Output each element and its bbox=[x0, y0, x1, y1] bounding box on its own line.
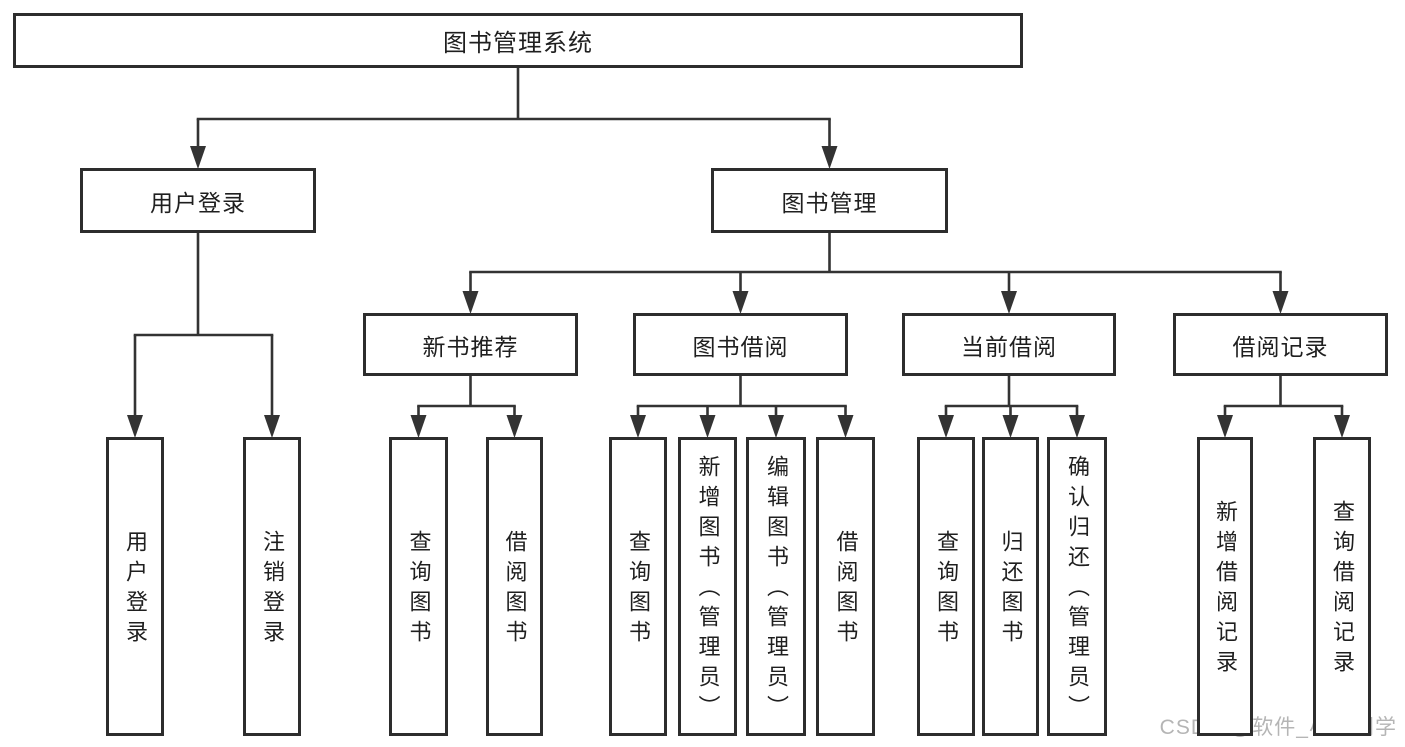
node-nb-borrow: 借阅图书 bbox=[486, 437, 543, 736]
node-br-add: 新增借阅记录 bbox=[1197, 437, 1253, 736]
node-cb-return: 归还图书 bbox=[982, 437, 1039, 736]
arrowhead bbox=[699, 415, 716, 438]
arrowhead bbox=[462, 291, 479, 314]
node-nb-query: 查询图书 bbox=[389, 437, 448, 736]
node-bb-add: 新增图书（管理员） bbox=[678, 437, 737, 736]
node-book-borrow: 图书借阅 bbox=[633, 313, 848, 376]
arrowhead bbox=[410, 415, 427, 438]
node-ul-login: 用户登录 bbox=[106, 437, 164, 736]
node-current-borrow: 当前借阅 bbox=[902, 313, 1116, 376]
arrowhead bbox=[732, 291, 749, 314]
arrowhead bbox=[821, 146, 838, 169]
node-ul-logout: 注销登录 bbox=[243, 437, 301, 736]
arrowhead bbox=[127, 415, 143, 438]
node-bb-edit: 编辑图书（管理员） bbox=[746, 437, 806, 736]
node-bb-borrow: 借阅图书 bbox=[816, 437, 875, 736]
arrowhead bbox=[1272, 291, 1289, 314]
arrowhead bbox=[1217, 415, 1233, 438]
arrowhead bbox=[768, 415, 784, 438]
node-br-query: 查询借阅记录 bbox=[1313, 437, 1371, 736]
node-cb-confirm: 确认归还（管理员） bbox=[1047, 437, 1107, 736]
node-user-login: 用户登录 bbox=[80, 168, 316, 233]
arrowhead bbox=[1069, 415, 1085, 438]
arrowhead bbox=[630, 415, 646, 438]
node-bb-query: 查询图书 bbox=[609, 437, 667, 736]
node-book-mgmt: 图书管理 bbox=[711, 168, 948, 233]
arrowhead bbox=[837, 415, 854, 438]
arrowhead bbox=[938, 415, 954, 438]
arrowhead bbox=[190, 146, 206, 169]
node-cb-query: 查询图书 bbox=[917, 437, 975, 736]
arrowhead bbox=[1002, 415, 1019, 438]
arrowhead bbox=[1001, 291, 1017, 314]
arrowhead bbox=[1334, 415, 1350, 438]
arrowhead bbox=[506, 415, 523, 438]
node-borrow-records: 借阅记录 bbox=[1173, 313, 1388, 376]
node-root: 图书管理系统 bbox=[13, 13, 1023, 68]
arrowhead bbox=[264, 415, 280, 438]
node-new-book-rec: 新书推荐 bbox=[363, 313, 578, 376]
